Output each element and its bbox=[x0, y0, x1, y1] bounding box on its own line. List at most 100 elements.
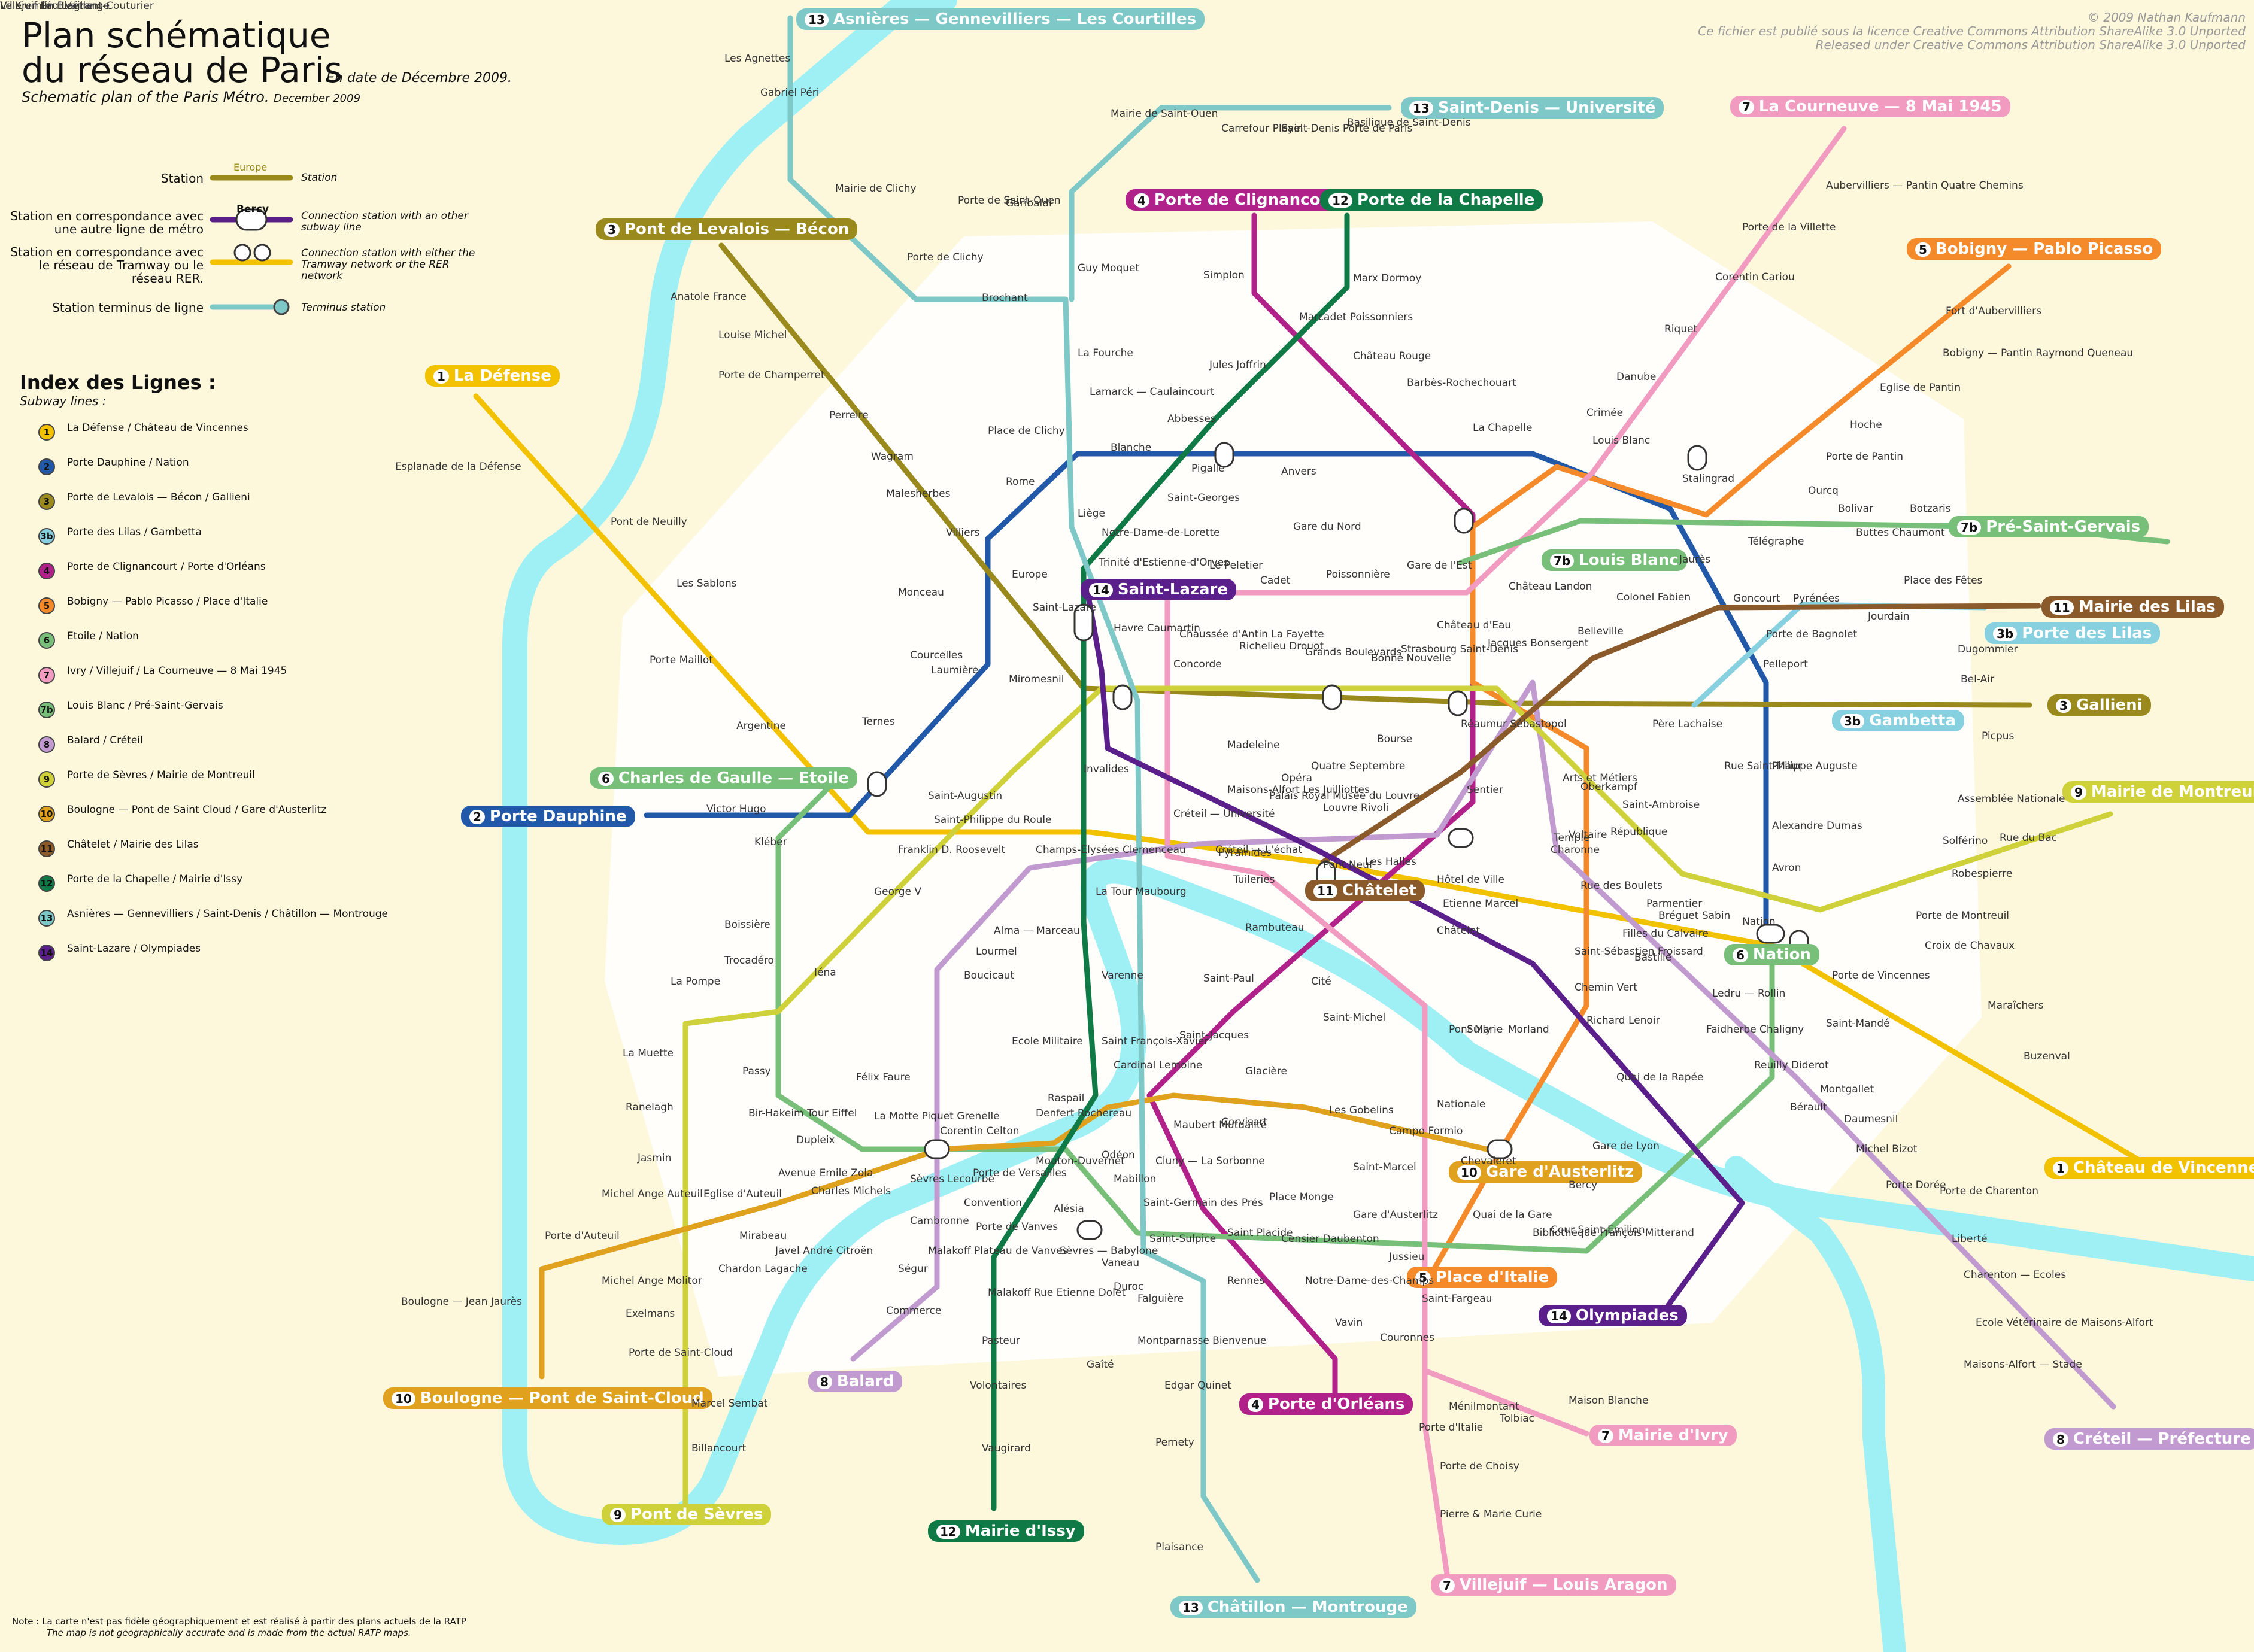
station-label[interactable]: Basilique de Saint-Denis bbox=[1347, 117, 1471, 129]
station-label[interactable]: Oberkampf bbox=[1580, 781, 1637, 793]
station-label[interactable]: Concorde bbox=[1173, 658, 1222, 670]
station-label[interactable]: Sully — Morland bbox=[1467, 1024, 1549, 1035]
station-label[interactable]: Rue du Bac bbox=[2000, 832, 2058, 844]
station-label[interactable]: Exelmans bbox=[626, 1308, 675, 1320]
station-label[interactable]: Botzaris bbox=[1910, 503, 1951, 515]
station-label[interactable]: Grands Boulevards bbox=[1305, 646, 1402, 658]
station-label[interactable]: Pont de Neuilly bbox=[611, 516, 687, 528]
station-label[interactable]: Montgallet bbox=[1820, 1083, 1874, 1095]
station-label[interactable]: Louvre Rivoli bbox=[1323, 802, 1389, 814]
station-label[interactable]: Reuilly Diderot bbox=[1754, 1059, 1829, 1071]
station-label[interactable]: Guy Moquet bbox=[1078, 262, 1140, 274]
station-label[interactable]: Couronnes bbox=[1380, 1332, 1434, 1344]
station-label[interactable]: Ledru — Rollin bbox=[1712, 988, 1786, 1000]
station-label[interactable]: Pyramides bbox=[1218, 847, 1272, 859]
station-label[interactable]: Daumesnil bbox=[1844, 1113, 1898, 1125]
station-label[interactable]: Robespierre bbox=[1952, 868, 2013, 880]
station-label[interactable]: Esplanade de la Défense bbox=[395, 461, 521, 473]
station-label[interactable]: Campo Formio bbox=[1389, 1125, 1463, 1137]
station-label[interactable]: Jacques Bonsergent bbox=[1488, 637, 1589, 649]
station-label[interactable]: Richard Lenoir bbox=[1586, 1015, 1660, 1027]
station-label[interactable]: Porte de la Villette bbox=[1742, 221, 1836, 233]
station-label[interactable]: Mairie de Clichy bbox=[835, 183, 917, 195]
station-label[interactable]: Javel André Citroën bbox=[775, 1245, 873, 1257]
station-label[interactable]: Jasmin bbox=[638, 1152, 672, 1164]
station-label[interactable]: Convention bbox=[964, 1197, 1022, 1209]
station-label[interactable]: Trocadéro bbox=[724, 955, 774, 967]
station-label[interactable]: Parmentier bbox=[1646, 898, 1703, 910]
station-label[interactable]: Pont Marie bbox=[1449, 1024, 1503, 1035]
station-label[interactable]: Maisons-Alfort Les Juilliottes bbox=[1227, 784, 1370, 796]
station-label[interactable]: Porte de Saint-Ouen bbox=[958, 195, 1061, 206]
station-label[interactable]: Dugommier bbox=[1958, 643, 2018, 655]
station-label[interactable]: Trinité d'Estienne-d'Orves bbox=[1099, 557, 1229, 569]
station-label[interactable]: Bobigny — Pantin Raymond Queneau bbox=[1943, 347, 2134, 359]
station-label[interactable]: Place Monge bbox=[1269, 1191, 1334, 1203]
station-label[interactable]: Saint-Sébastien Froissard bbox=[1575, 946, 1703, 958]
station-label[interactable]: Rambuteau bbox=[1245, 922, 1305, 934]
station-label[interactable]: Madeleine bbox=[1227, 739, 1280, 751]
station-label[interactable]: Falguière bbox=[1137, 1293, 1184, 1305]
station-label[interactable]: Hoche bbox=[1850, 419, 1882, 431]
station-label[interactable]: Saint-Jacques bbox=[1179, 1030, 1249, 1041]
station-label[interactable]: Croix de Chavaux bbox=[1925, 940, 2015, 952]
station-label[interactable]: Bibliothèque François Mitterand bbox=[1533, 1227, 1694, 1239]
station-label[interactable]: Alexandre Dumas bbox=[1772, 820, 1862, 832]
station-label[interactable]: Rue Saint-Maur bbox=[1724, 760, 1803, 772]
station-label[interactable]: Chardon Lagache bbox=[718, 1263, 808, 1275]
station-label[interactable]: Billancourt bbox=[691, 1443, 747, 1454]
station-label[interactable]: Marx Dormoy bbox=[1353, 272, 1422, 284]
station-label[interactable]: Porte de Pantin bbox=[1826, 451, 1904, 463]
station-label[interactable]: Danube bbox=[1616, 371, 1657, 383]
station-label[interactable]: Liège bbox=[1078, 508, 1105, 520]
station-label[interactable]: Ourcq bbox=[1808, 485, 1839, 497]
station-label[interactable]: Victor Hugo bbox=[706, 803, 766, 815]
station-label[interactable]: Pernety bbox=[1155, 1437, 1194, 1448]
station-label[interactable]: Gabriel Péri bbox=[760, 87, 820, 99]
station-label[interactable]: Strasbourg Saint-Denis bbox=[1401, 643, 1518, 655]
station-label[interactable]: Opéra bbox=[1281, 772, 1313, 784]
station-label[interactable]: Quatre Septembre bbox=[1311, 760, 1406, 772]
station-label[interactable]: Michel Ange Molitor bbox=[602, 1275, 702, 1287]
station-label[interactable]: Havre Caumartin bbox=[1114, 622, 1200, 634]
station-label[interactable]: Porte de Vanves bbox=[976, 1221, 1058, 1233]
station-label[interactable]: Saint-Paul bbox=[1203, 973, 1254, 985]
station-label[interactable]: Kléber bbox=[754, 836, 787, 848]
station-label[interactable]: Bourse bbox=[1377, 733, 1413, 745]
station-label[interactable]: Gare de Lyon bbox=[1592, 1140, 1660, 1152]
station-label[interactable]: Goncourt bbox=[1733, 593, 1780, 605]
station-label[interactable]: Boissière bbox=[724, 919, 770, 931]
station-label[interactable]: Faidherbe Chaligny bbox=[1706, 1024, 1804, 1035]
station-label[interactable]: Hôtel de Ville bbox=[1437, 874, 1504, 886]
station-label[interactable]: Porte de Versailles bbox=[973, 1167, 1067, 1179]
station-label[interactable]: Les Gobelins bbox=[1329, 1104, 1394, 1116]
station-label[interactable]: Château Landon bbox=[1509, 581, 1592, 593]
station-label[interactable]: Glacière bbox=[1245, 1065, 1287, 1077]
station-label[interactable]: Garibaldi bbox=[1006, 198, 1052, 209]
station-label[interactable]: Créteil — L'échat bbox=[1215, 844, 1303, 856]
station-label[interactable]: Jules Joffrin bbox=[1209, 359, 1266, 371]
station-label[interactable]: Place des Fêtes bbox=[1904, 575, 1983, 587]
station-label[interactable]: Les Agnettes bbox=[724, 53, 791, 65]
station-label[interactable]: Quai de la Rapée bbox=[1616, 1071, 1704, 1083]
station-label[interactable]: Le Kremlin Bicêtre bbox=[0, 0, 93, 12]
station-label[interactable]: Aubervilliers — Pantin Quatre Chemins bbox=[1826, 180, 2024, 192]
station-label[interactable]: Marcel Sembat bbox=[691, 1398, 768, 1410]
station-label[interactable]: Gaîté bbox=[1087, 1359, 1114, 1371]
station-label[interactable]: République bbox=[1610, 826, 1668, 838]
station-label[interactable]: Château Rouge bbox=[1353, 350, 1431, 362]
station-label[interactable]: Bolivar bbox=[1838, 503, 1873, 515]
station-label[interactable]: Saint-Denis Porte de Paris bbox=[1281, 123, 1413, 135]
